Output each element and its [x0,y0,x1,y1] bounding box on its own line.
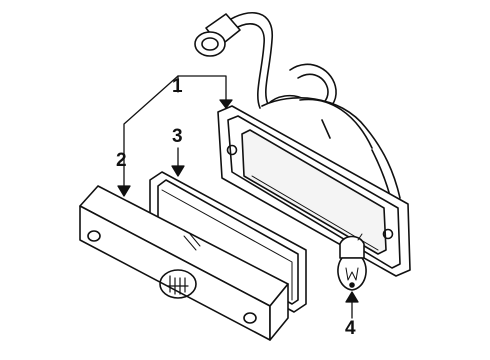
callout-3: 3 [172,126,183,147]
connector-plug [194,13,241,57]
bulb [337,233,367,291]
leader-lines [117,75,359,319]
wire-harness [225,11,337,113]
callout-4: 4 [345,318,356,339]
callout-1: 1 [172,76,183,97]
lens [79,185,289,341]
callout-2: 2 [116,150,127,171]
